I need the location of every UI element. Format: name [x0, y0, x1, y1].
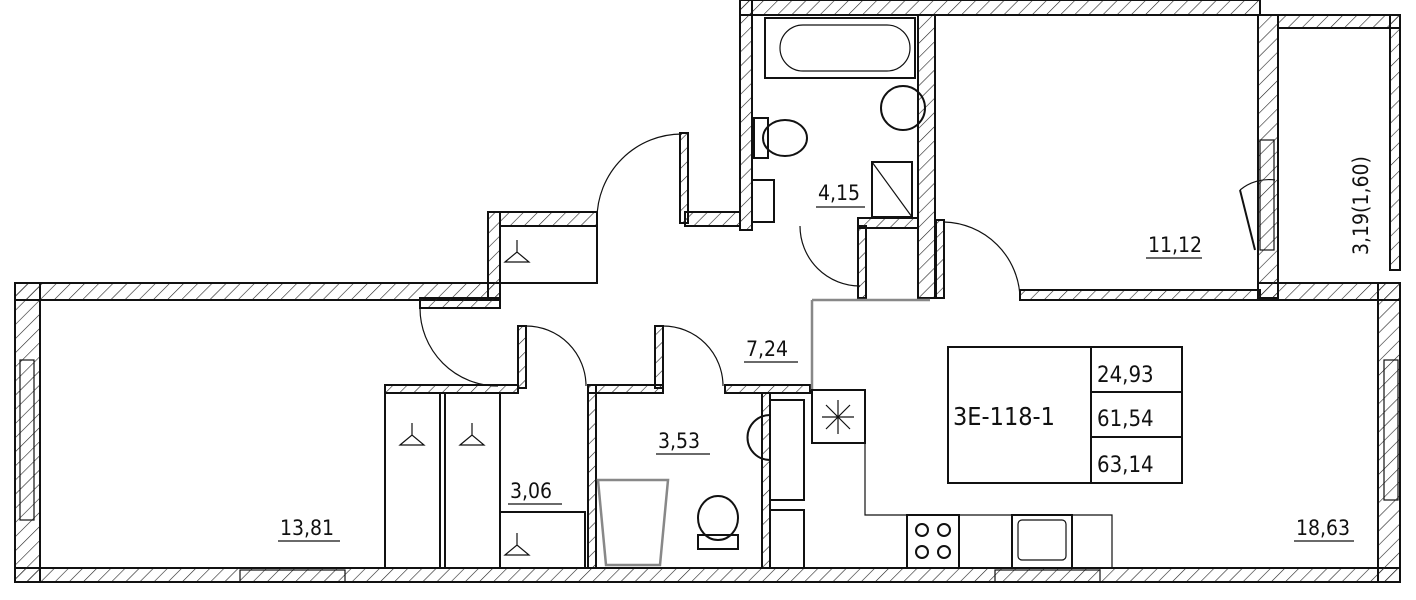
sink: [746, 413, 771, 462]
room-area-label: 3,19(1,60): [1349, 156, 1373, 255]
kitchen-sink: [1011, 514, 1073, 569]
apartment-code: 3E-118-1: [953, 402, 1055, 431]
room-area-label: 3,06: [510, 479, 552, 503]
apartment-info-table: 3E-118-1 24,93 61,54 63,14: [947, 346, 1183, 484]
room-labels: 13,81 3,06 3,53 7,24 4,15 11,12 18,63 3,…: [278, 156, 1373, 542]
hanger-icon: [398, 423, 426, 446]
fixtures: [596, 17, 1113, 569]
sink: [880, 85, 926, 131]
living-area: 24,93: [1097, 363, 1154, 388]
room-area-label: 4,15: [818, 181, 860, 205]
room-area-label: 11,12: [1148, 233, 1202, 257]
doors: [419, 133, 1276, 387]
total-area: 61,54: [1097, 407, 1154, 432]
washing-machine: [596, 478, 670, 567]
room-area-label: 3,53: [658, 429, 700, 453]
room-area-label: 13,81: [280, 516, 334, 540]
wardrobes: [384, 225, 598, 569]
stove: [906, 514, 960, 569]
room-area-label: 7,24: [746, 337, 788, 361]
room-area-label: 18,63: [1296, 516, 1350, 540]
walls: [14, 0, 1401, 583]
total-area-with-balcony: 63,14: [1097, 453, 1154, 478]
toilet: [762, 119, 808, 157]
bathtub: [764, 17, 916, 79]
windows: [19, 139, 1399, 583]
toilet: [697, 495, 739, 541]
hanger-icon: [503, 533, 531, 556]
hanger-icon: [503, 240, 531, 263]
hanger-icon: [458, 423, 486, 446]
